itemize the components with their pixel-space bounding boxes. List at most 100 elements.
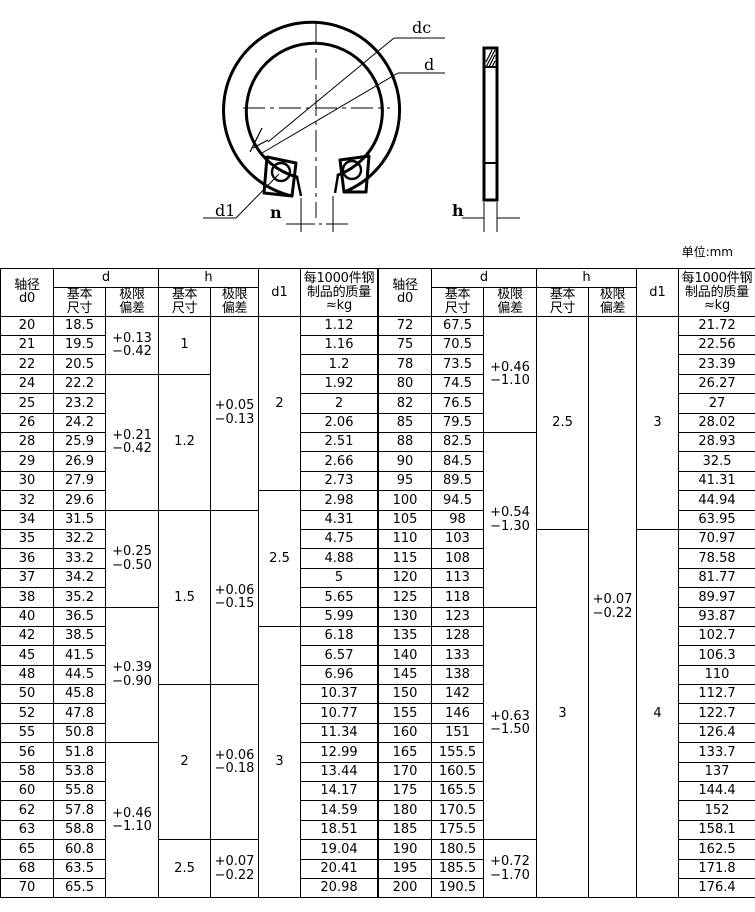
cell-mass-per-1000: 28.93 — [678, 432, 755, 453]
cell-mass-per-1000: 152 — [678, 800, 755, 821]
cell-mass-per-1000: 78.58 — [678, 548, 755, 569]
ring-inner-bore — [244, 41, 384, 179]
cell-shaft-diameter: 140 — [378, 645, 432, 666]
header-shaft-diameter: 轴径 d0 — [378, 268, 432, 317]
cell-mass-per-1000: 13.44 — [300, 761, 379, 783]
cell-mass-per-1000: 20.41 — [300, 858, 379, 880]
cell-d-basic-size: 84.5 — [431, 451, 484, 472]
cell-shaft-diameter: 58 — [0, 761, 54, 783]
cell-mass-per-1000: 158.1 — [678, 819, 755, 841]
header-h-basic-size: 基本 尺寸 — [536, 287, 590, 317]
cell-d-basic-size: 128 — [431, 625, 484, 647]
cell-d-basic-size: 123 — [431, 606, 484, 627]
left-table-wrapper: 轴径 d0 d h d1 每1000件钢 制品的质量 ≈kg 基本 尺寸 — [0, 267, 379, 899]
cell-d-basic-size: 133 — [431, 645, 484, 666]
cell-shaft-diameter: 155 — [378, 703, 432, 724]
cell-mass-per-1000: 144.4 — [678, 781, 755, 802]
cell-mass-per-1000: 2.73 — [300, 470, 379, 492]
cell-mass-per-1000: 89.97 — [678, 587, 755, 608]
cell-d-basic-size: 73.5 — [431, 354, 484, 375]
header-d1: d1 — [258, 268, 302, 317]
cell-mass-per-1000: 6.18 — [300, 625, 379, 647]
cell-mass-per-1000: 4.31 — [300, 509, 379, 530]
cell-d-basic-size: 79.5 — [431, 412, 484, 434]
cell-mass-per-1000: 112.7 — [678, 684, 755, 705]
header-h-limit-deviation: 极限 偏差 — [588, 287, 638, 317]
cell-shaft-diameter: 120 — [378, 567, 432, 589]
cell-shaft-diameter: 78 — [378, 354, 432, 375]
cell-mass-per-1000: 14.17 — [300, 781, 379, 802]
cell-shaft-diameter: 200 — [378, 877, 432, 899]
cell-shaft-diameter: 55 — [0, 722, 54, 744]
cell-shaft-diameter: 50 — [0, 684, 54, 705]
table-header-right: 轴径 d0 d h d1 每1000件钢 制品的质量 ≈kg 基本 尺寸 — [378, 267, 755, 317]
cell-mass-per-1000: 102.7 — [678, 625, 755, 647]
cell-mass-per-1000: 2.66 — [300, 451, 379, 472]
header-h-group: h — [536, 267, 638, 289]
header-d-limit-deviation: 极限 偏差 — [104, 287, 160, 317]
cell-d-basic-size: 18.5 — [53, 315, 106, 337]
cell-shaft-diameter: 95 — [378, 470, 432, 492]
cell-mass-per-1000: 162.5 — [678, 839, 755, 860]
specification-tables: 轴径 d0 d h d1 每1000件钢 制品的质量 ≈kg 基本 尺寸 — [0, 267, 755, 899]
right-lug-hole — [341, 159, 363, 181]
header-mass: 每1000件钢 制品的质量 ≈kg — [300, 268, 379, 317]
cell-d-basic-size: 94.5 — [431, 490, 484, 511]
cell-d1: 4 — [636, 528, 680, 899]
cell-shaft-diameter: 34 — [0, 509, 54, 530]
spec-table-right: 轴径 d0 d h d1 每1000件钢 制品的质量 ≈kg 基本 尺寸 — [378, 267, 755, 899]
cell-d-basic-size: 146 — [431, 703, 484, 724]
cell-shaft-diameter: 36 — [0, 548, 54, 569]
cell-d-basic-size: 180.5 — [431, 839, 484, 860]
cell-shaft-diameter: 32 — [0, 490, 54, 511]
cell-shaft-diameter: 21 — [0, 335, 54, 356]
header-mass: 每1000件钢 制品的质量 ≈kg — [678, 268, 755, 317]
cell-shaft-diameter: 56 — [0, 742, 54, 763]
cell-mass-per-1000: 11.34 — [300, 722, 379, 744]
cell-d-basic-size: 155.5 — [431, 742, 484, 763]
cell-d-basic-size: 44.5 — [53, 664, 106, 686]
cell-h-basic-size: 2 — [158, 684, 212, 841]
cell-d-basic-size: 98 — [431, 509, 484, 530]
cell-d-basic-size: 108 — [431, 548, 484, 569]
leader-d1 — [203, 173, 280, 219]
cell-d-basic-size: 32.2 — [53, 528, 106, 550]
dimension-h — [462, 202, 520, 232]
cell-shaft-diameter: 165 — [378, 742, 432, 763]
cell-d-basic-size: 31.5 — [53, 509, 106, 530]
cell-d-basic-size: 160.5 — [431, 761, 484, 783]
cell-d-basic-size: 118 — [431, 587, 484, 608]
cell-h-limit-deviation: +0.06−0.18 — [210, 684, 260, 841]
cell-d-basic-size: 103 — [431, 528, 484, 550]
header-d-limit-deviation: 极限 偏差 — [482, 287, 538, 317]
cell-shaft-diameter: 70 — [0, 877, 54, 899]
cell-mass-per-1000: 133.7 — [678, 742, 755, 763]
cell-shaft-diameter: 170 — [378, 761, 432, 783]
cell-shaft-diameter: 52 — [0, 703, 54, 724]
cell-d-basic-size: 57.8 — [53, 800, 106, 821]
cell-shaft-diameter: 90 — [378, 451, 432, 472]
cell-d-basic-size: 20.5 — [53, 354, 106, 375]
cell-d-limit-deviation: +0.54−1.30 — [482, 432, 538, 608]
cell-d-basic-size: 82.5 — [431, 432, 484, 453]
cell-d-basic-size: 27.9 — [53, 470, 106, 492]
cell-mass-per-1000: 14.59 — [300, 800, 379, 821]
cell-mass-per-1000: 20.98 — [300, 877, 379, 899]
ring-gap-edges — [295, 174, 340, 197]
